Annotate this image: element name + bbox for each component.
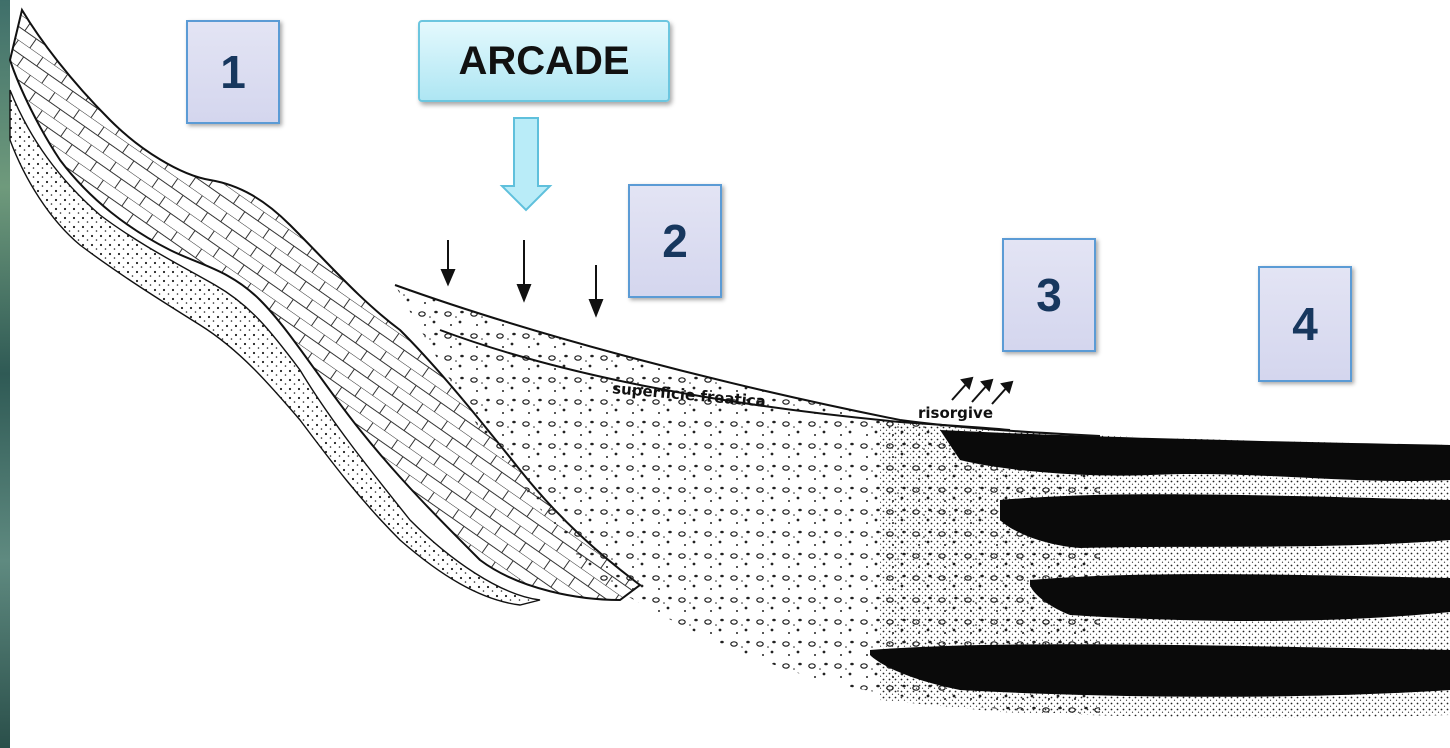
infiltration-arrows (442, 240, 602, 315)
arcade-arrow (502, 118, 550, 210)
region-label-3: 3 (1002, 238, 1096, 352)
arcade-label-box: ARCADE (418, 20, 670, 102)
springs-label: risorgive (918, 404, 993, 422)
spring-arrows (952, 378, 1012, 404)
region-label-1: 1 (186, 20, 280, 124)
region-label-2: 2 (628, 184, 722, 298)
region-label-4: 4 (1258, 266, 1352, 382)
